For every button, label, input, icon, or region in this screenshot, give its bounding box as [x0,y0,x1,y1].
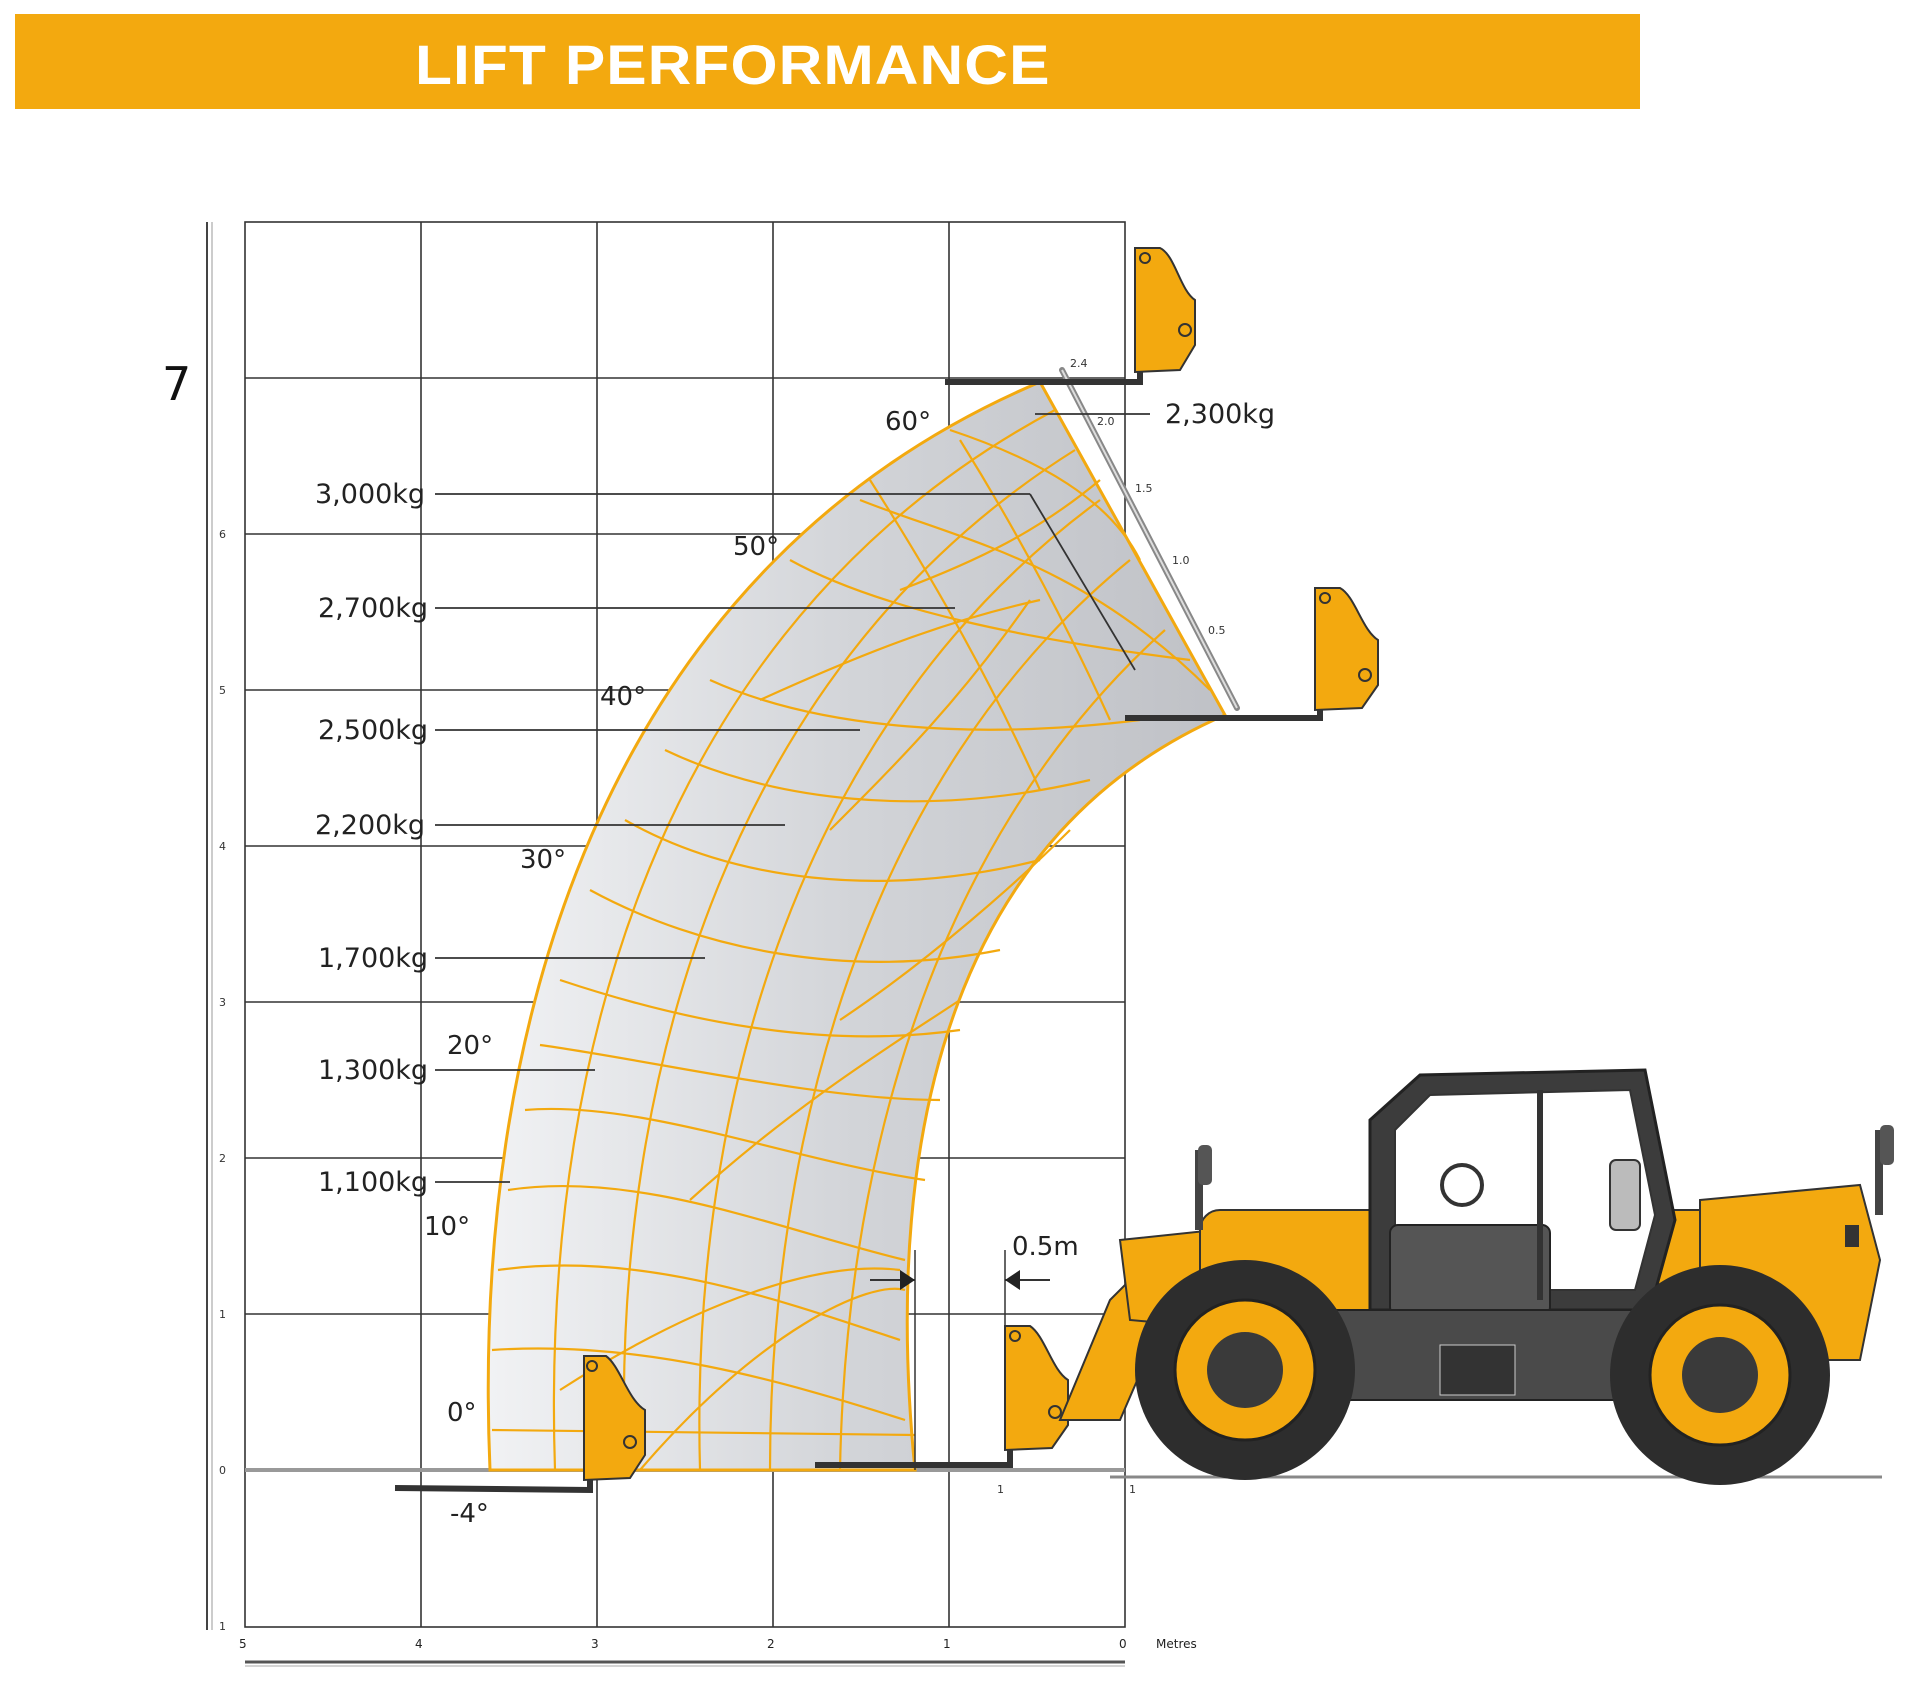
h-tick-0: 0 [1119,1637,1127,1651]
metres-rule [245,1660,1125,1667]
h-tick-3: 3 [591,1637,599,1651]
ground-tick-a: 1 [997,1483,1004,1496]
ext-mark-1-0: 1.0 [1172,554,1190,567]
h-tick-4: 4 [415,1637,423,1651]
load-label-2500: 2,500kg [318,715,428,746]
angle-label-50: 50° [733,532,779,562]
h-tick-1: 1 [943,1637,951,1651]
load-label-3000: 3,000kg [315,479,425,510]
ext-mark-2-4: 2.4 [1070,357,1088,370]
fork-retracted [815,1325,1069,1468]
extension-scale: 2.4 2.0 1.5 1.0 0.5 [1059,357,1240,711]
fork-top [945,247,1196,385]
v-tick-5: 5 [219,684,226,697]
load-label-1700: 1,700kg [318,943,428,974]
angle-label-30: 30° [520,845,566,875]
angle-label-40: 40° [600,682,646,712]
v-tick-1: 1 [219,1308,226,1321]
load-leaders [435,413,1150,1183]
load-label-2700: 2,700kg [318,593,428,624]
ext-mark-0-5: 0.5 [1208,624,1226,637]
gap-label: 0.5m [1012,1232,1079,1262]
top-height-label: 7 [162,357,191,411]
h-tick-5: 5 [239,1637,247,1651]
lift-envelope [486,380,1228,1472]
ground-tick-b: 1 [1129,1483,1136,1496]
v-tick-4: 4 [219,840,226,853]
gap-marker [870,1250,1050,1470]
angle-label-minus-4: -4° [450,1499,489,1529]
h-tick-2: 2 [767,1637,775,1651]
v-tick-3: 3 [219,996,226,1009]
telehandler-machine [1058,1068,1894,1485]
v-tick-2: 2 [219,1152,226,1165]
fork-extended [1125,587,1379,721]
ext-mark-2-0: 2.0 [1097,415,1115,428]
angle-label-20: 20° [447,1031,493,1061]
load-label-2200: 2,200kg [315,810,425,841]
header-banner: LIFT PERFORMANCE [15,14,1640,109]
ext-mark-1-5: 1.5 [1135,482,1153,495]
vertical-ruler [206,222,213,1630]
load-label-2300: 2,300kg [1165,399,1275,430]
units-label: Metres [1156,1637,1197,1651]
fork-low [394,1355,646,1494]
angle-label-10: 10° [424,1212,470,1242]
load-label-1300: 1,300kg [318,1055,428,1086]
angle-label-0: 0° [447,1398,477,1428]
angle-label-60: 60° [885,407,931,437]
v-tick-0: 0 [219,1464,226,1477]
v-tick-minus-1: 1 [219,1620,226,1633]
v-tick-6: 6 [219,528,226,541]
load-label-1100: 1,100kg [318,1167,428,1198]
page-title: LIFT PERFORMANCE [415,33,1051,96]
